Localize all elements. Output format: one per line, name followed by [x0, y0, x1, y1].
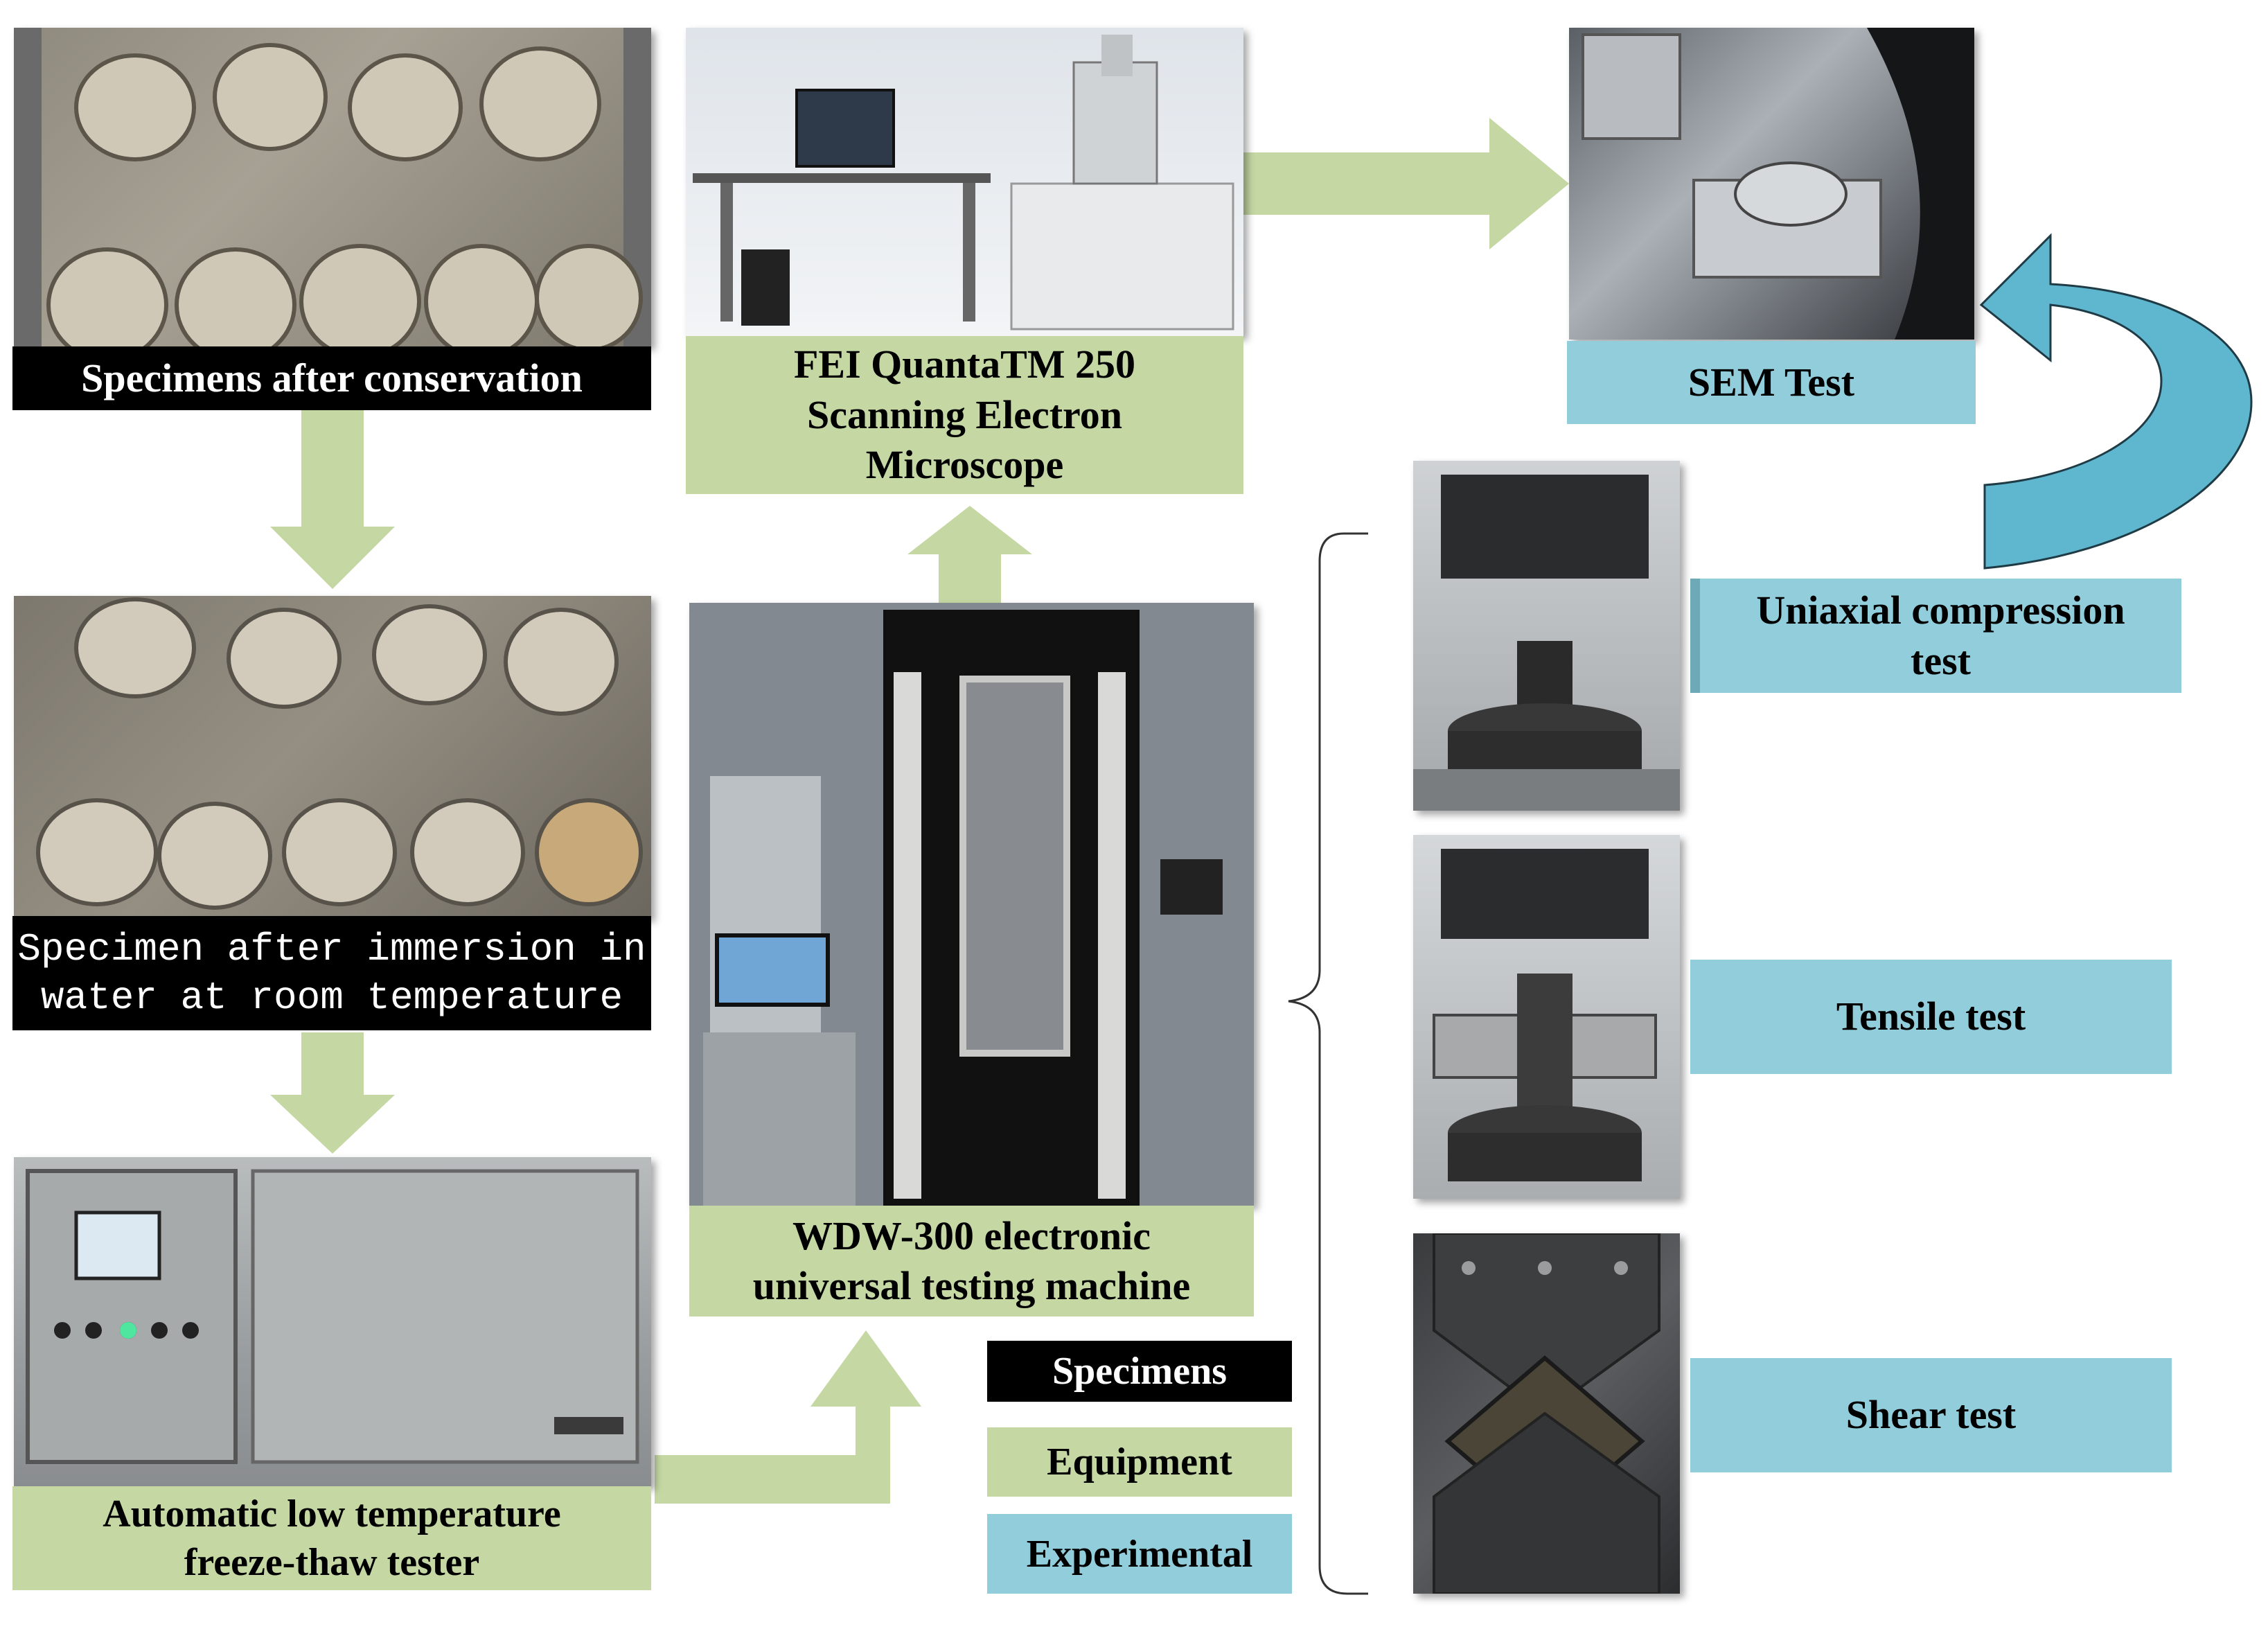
sem-machine-photo: [686, 28, 1243, 336]
label-shear-test: Shear test: [1690, 1358, 2172, 1472]
shear-fixture-photo: [1413, 1233, 1680, 1594]
tensile-fixture-photo: [1413, 835, 1680, 1199]
immersed-specimens-photo: [14, 596, 651, 918]
arrow-up: [907, 506, 1032, 603]
label-freeze-thaw-tester: Automatic low temperature freeze-thaw te…: [12, 1486, 651, 1590]
legend-experimental: Experimental: [987, 1514, 1292, 1594]
arrow-down-1: [270, 409, 395, 589]
label-tensile-test: Tensile test: [1690, 960, 2172, 1074]
label-uniaxial-test: Uniaxial compression test: [1690, 579, 2181, 693]
label-wdw-machine: WDW-300 electronic universal testing mac…: [689, 1206, 1254, 1317]
sem-chamber-photo: [1569, 28, 1974, 340]
testing-machine-photo: [689, 603, 1254, 1206]
specimens-tray-photo: [14, 28, 651, 346]
uniaxial-fixture-photo: [1413, 461, 1680, 811]
freeze-thaw-chamber-photo: [14, 1157, 651, 1486]
label-sem-test: SEM Test: [1567, 341, 1976, 424]
arrow-right: [1243, 118, 1569, 249]
label-sem-microscope: FEI QuantaTM 250 Scanning Electron Micro…: [686, 336, 1243, 494]
label-specimens-after-conservation: Specimens after conservation: [12, 346, 651, 410]
legend-equipment: Equipment: [987, 1427, 1292, 1497]
bracket: [1288, 532, 1368, 1595]
legend-specimens: Specimens: [987, 1341, 1292, 1402]
label-specimen-after-immersion: Specimen after immersion in water at roo…: [12, 916, 651, 1030]
curved-arrow: [1979, 233, 2253, 570]
arrow-down-2: [270, 1032, 395, 1154]
arrow-elbow: [655, 1330, 921, 1476]
